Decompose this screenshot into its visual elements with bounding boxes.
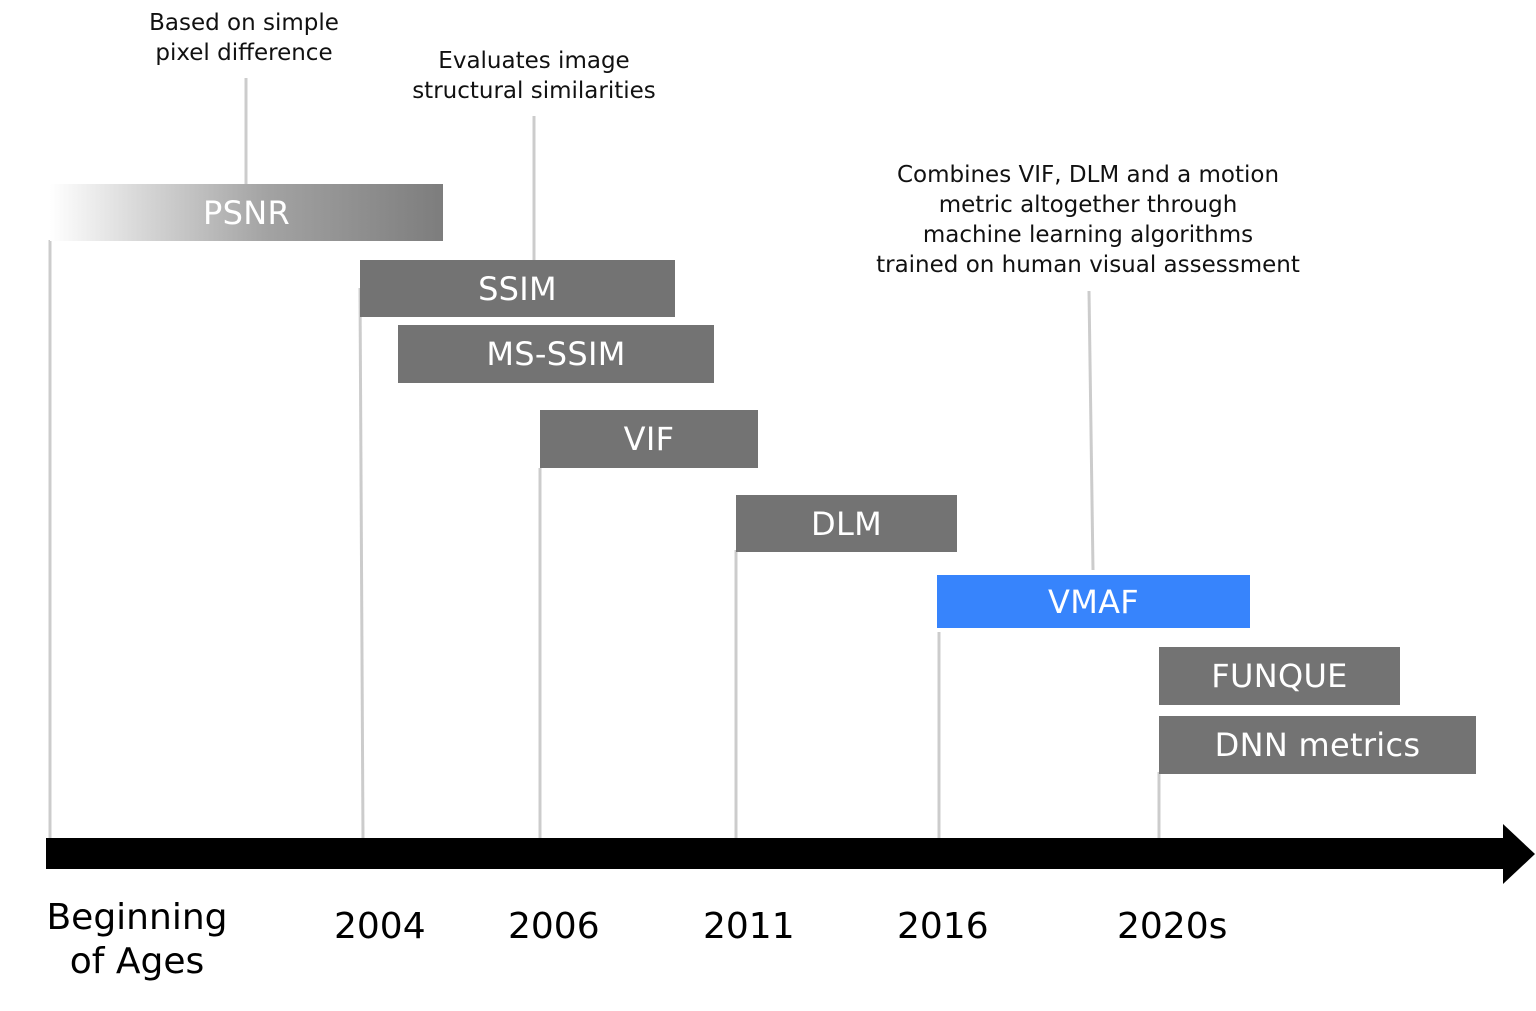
dnn-metrics-label: DNN metrics [1214, 726, 1421, 764]
vmaf-bar: VMAF [937, 575, 1250, 628]
vmaf-label: VMAF [1048, 582, 1139, 621]
dlm-bar: DLM [736, 495, 957, 552]
drop-line-2004 [358, 287, 365, 841]
funque-label: FUNQUE [1211, 657, 1348, 695]
ssim-annotation: Evaluates image structural similarities [412, 48, 656, 104]
leader-vmaf-note [1087, 290, 1095, 571]
vif-label: VIF [623, 420, 675, 458]
label-2006: 2006 [508, 906, 600, 947]
label-2016: 2016 [897, 906, 989, 947]
funque-bar: FUNQUE [1159, 647, 1400, 705]
ssim-bar: SSIM [360, 260, 675, 317]
vmaf-annotation: Combines VIF, DLM and a motion metric al… [876, 162, 1300, 278]
ms-ssim-bar: MS-SSIM [398, 325, 714, 383]
psnr-bar: PSNR [50, 184, 443, 241]
vif-bar: VIF [540, 410, 758, 468]
ssim-label: SSIM [478, 269, 557, 308]
label-2011: 2011 [703, 906, 795, 947]
arrow-head-icon [1503, 824, 1535, 884]
ms-ssim-label: MS-SSIM [486, 335, 626, 373]
label-2020s: 2020s [1117, 906, 1228, 947]
dlm-label: DLM [811, 504, 882, 543]
label-beginning-of-ages: Beginning of Ages [46, 897, 228, 982]
psnr-label: PSNR [203, 193, 290, 232]
timeline-axis [46, 838, 1506, 869]
label-2004: 2004 [334, 906, 426, 947]
dnn-metrics-bar: DNN metrics [1159, 716, 1476, 774]
psnr-annotation: Based on simple pixel difference [149, 10, 339, 66]
